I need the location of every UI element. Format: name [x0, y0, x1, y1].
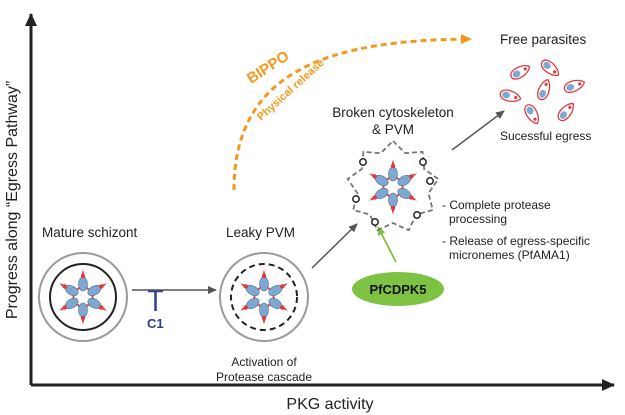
leaky-pvm-cell	[219, 252, 309, 342]
successful-egress-label: Sucessful egress	[500, 129, 591, 143]
c1-label: C1	[147, 316, 164, 331]
note-microneme-2: micronemes (PfAMA1)	[449, 248, 570, 262]
pfcdpk5-arrow	[377, 226, 397, 263]
free-parasites-cluster	[499, 59, 586, 125]
activation-caption-2: Protease cascade	[216, 370, 312, 384]
bippo-arrow	[232, 34, 472, 191]
arrow-to-free	[451, 110, 505, 151]
note-microneme-1: - Release of egress-specific	[442, 234, 590, 248]
broken-cytoskeleton-cell	[346, 139, 440, 232]
broken-label-1: Broken cytoskeleton	[332, 105, 454, 120]
mature-schizont-label: Mature schizont	[42, 225, 138, 240]
x-axis-label: PKG activity	[286, 396, 373, 413]
pfcdpk5-label: PfCDPK5	[369, 282, 426, 297]
c1-inhibitor	[148, 289, 163, 311]
mature-schizont-cell	[38, 252, 128, 342]
activation-caption-1: Activation of	[231, 355, 297, 369]
arrow-to-broken	[311, 223, 358, 269]
broken-label-2: & PVM	[372, 122, 414, 137]
note-protease-1: - Complete protease	[442, 198, 551, 212]
bippo-label: BIPPO	[244, 47, 293, 87]
y-axis-label: Progress along “Egress Pathway”	[4, 81, 21, 319]
note-protease-2: processing	[449, 212, 507, 226]
pfcdpk5-badge	[352, 272, 444, 306]
leaky-pvm-label: Leaky PVM	[226, 225, 295, 240]
free-parasites-label: Free parasites	[500, 32, 587, 47]
